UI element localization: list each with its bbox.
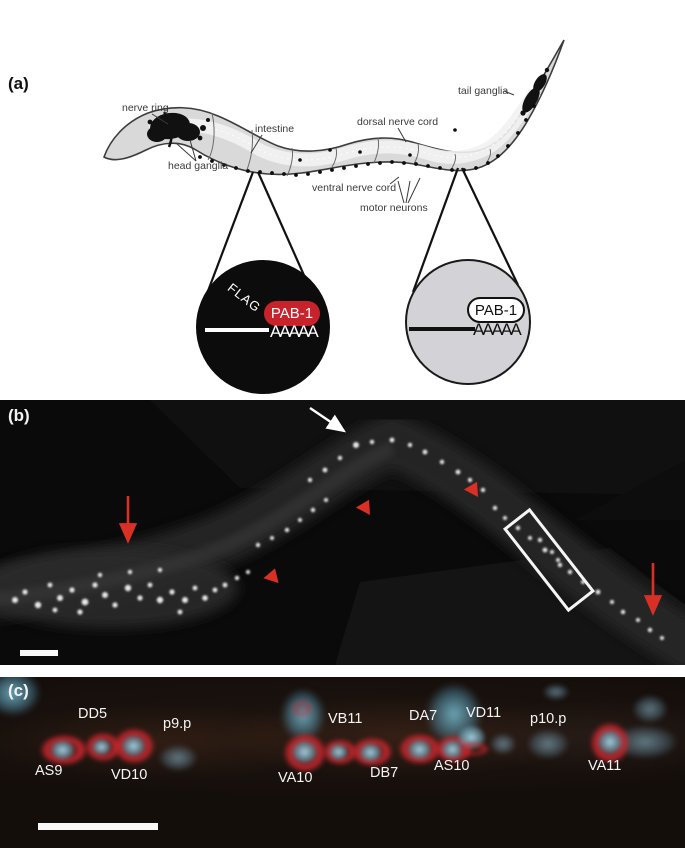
cell-p10p bbox=[524, 727, 572, 761]
label-dd5: DD5 bbox=[78, 706, 108, 722]
tail-ganglia-blob bbox=[520, 67, 550, 116]
zoom-funnel-lines bbox=[206, 167, 519, 293]
cell-dd5-nucleus bbox=[90, 737, 113, 757]
label-ventral-nerve-cord: ventral nerve cord bbox=[312, 182, 397, 194]
cell-va11-nucleus bbox=[595, 727, 625, 757]
fluorescent-puncta bbox=[12, 437, 664, 640]
scale-bar-c bbox=[38, 823, 158, 830]
label-head-ganglia: head ganglia bbox=[168, 160, 229, 172]
cell-p9p bbox=[156, 743, 200, 773]
cell-faint-pair bbox=[488, 732, 518, 756]
label-vd11: VD11 bbox=[466, 705, 502, 721]
worm-edge-highlight bbox=[0, 441, 395, 606]
polya-tail-white: AAAAA bbox=[270, 322, 319, 341]
label-tail-ganglia: tail ganglia bbox=[458, 85, 509, 97]
panel-c-tag: (c) bbox=[8, 681, 29, 700]
label-va11: VA11 bbox=[588, 758, 622, 774]
tile-shade-right bbox=[575, 460, 685, 520]
cell-va10-nucleus bbox=[289, 738, 320, 766]
mrna-line-white bbox=[205, 328, 269, 332]
cell-vd10-nucleus bbox=[119, 733, 148, 759]
label-as10: AS10 bbox=[434, 758, 470, 774]
label-va10: VA10 bbox=[278, 770, 313, 786]
scale-bar-b bbox=[20, 650, 58, 656]
red-spot-in-blob bbox=[290, 699, 314, 719]
panel-c: DD5 p9.p VB11 DA7 VD11 p10.p AS9 VD10 VA… bbox=[0, 677, 685, 848]
cell-da7-nucleus bbox=[405, 737, 434, 762]
flag-tag-label: FLAG bbox=[224, 280, 264, 316]
panel-b: (b) bbox=[0, 400, 685, 665]
label-intestine: intestine bbox=[255, 123, 295, 135]
leader-lines bbox=[151, 90, 515, 204]
cell-db7-nucleus bbox=[357, 741, 384, 764]
label-p10p: p10.p bbox=[530, 711, 567, 727]
mrna-line-black bbox=[409, 327, 475, 331]
label-motor-neurons: motor neurons bbox=[360, 202, 428, 214]
label-nerve-ring: nerve ring bbox=[122, 102, 169, 114]
label-p9p: p9.p bbox=[163, 716, 192, 732]
pab1-pill-white: PAB-1 bbox=[467, 297, 525, 323]
label-vd10: VD10 bbox=[111, 767, 148, 783]
panel-a: (a) bbox=[0, 0, 685, 400]
cyan-blob-small-top bbox=[541, 683, 571, 701]
pab1-pill-red: PAB-1 bbox=[264, 301, 320, 326]
head-ganglia-blob bbox=[147, 112, 210, 142]
label-as9: AS9 bbox=[35, 763, 63, 779]
label-da7: DA7 bbox=[409, 708, 438, 724]
cell-vb11-nucleus bbox=[327, 742, 350, 762]
inset-transgenic-circle: FLAG PAB-1 AAAAA bbox=[196, 260, 330, 394]
label-dorsal-nerve-cord: dorsal nerve cord bbox=[357, 116, 439, 128]
cell-as9-nucleus bbox=[48, 738, 77, 762]
cell-vd11-red-edge bbox=[456, 741, 492, 757]
white-arrow bbox=[309, 407, 346, 433]
worm-diagram bbox=[103, 39, 565, 293]
label-vb11: VB11 bbox=[328, 711, 363, 727]
polya-tail-black: AAAAA bbox=[473, 320, 522, 339]
panel-a-tag: (a) bbox=[8, 74, 29, 93]
micrograph-b bbox=[0, 400, 685, 665]
label-db7: DB7 bbox=[370, 765, 399, 781]
inset-endogenous-circle: PAB-1 AAAAA bbox=[405, 259, 531, 385]
cyan-blob-right-top bbox=[630, 693, 670, 725]
panel-b-tag: (b) bbox=[8, 406, 30, 425]
intestine-midline bbox=[149, 91, 536, 161]
